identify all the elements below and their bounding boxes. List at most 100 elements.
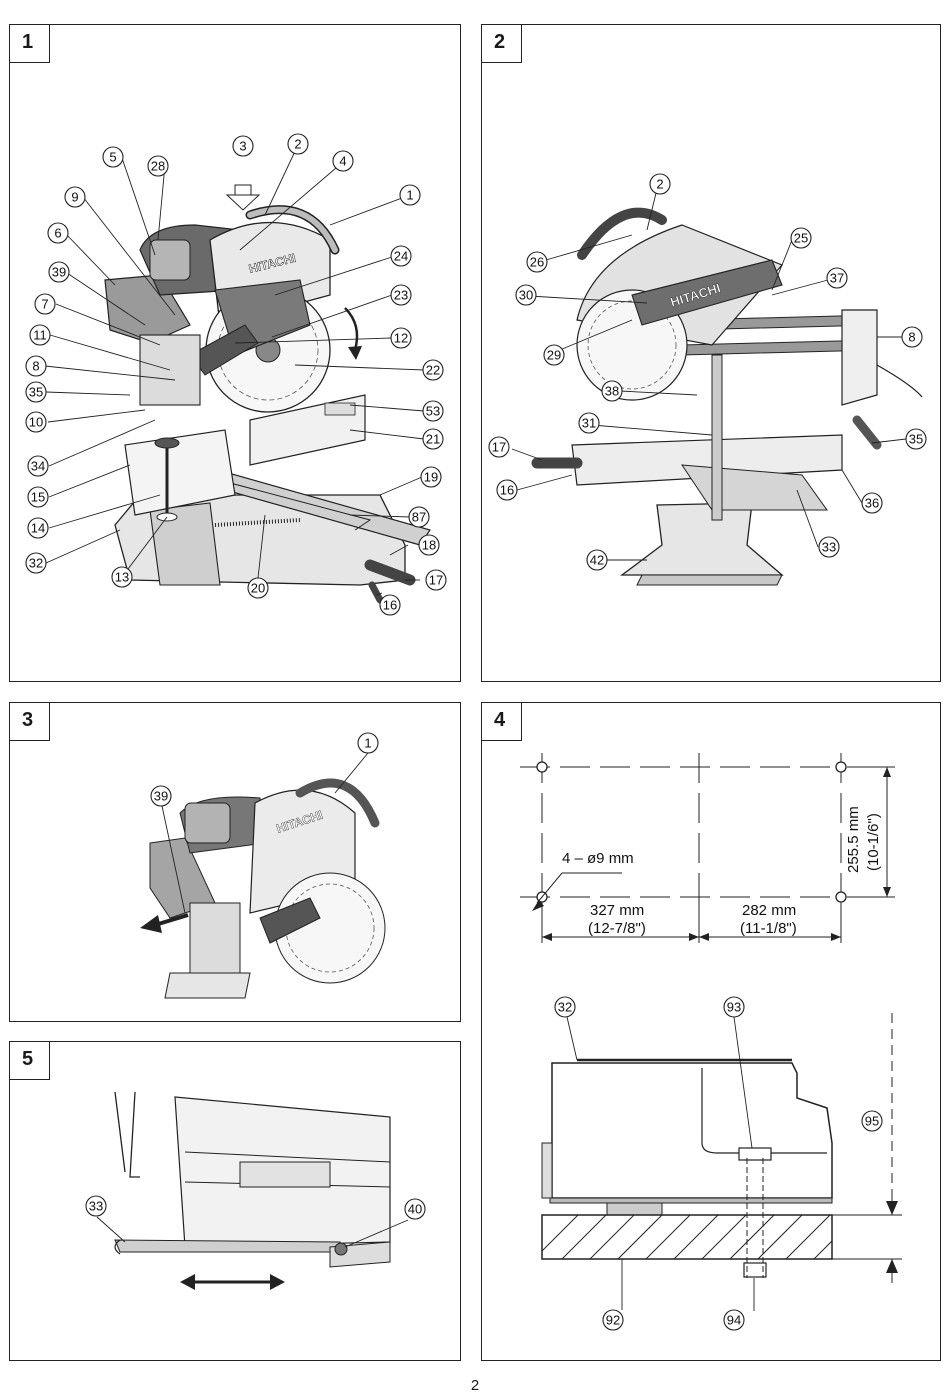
callout-40: 40 xyxy=(404,1198,426,1220)
svg-text:11: 11 xyxy=(33,328,47,343)
callout-35: 35 xyxy=(905,428,927,450)
svg-text:24: 24 xyxy=(394,249,408,264)
callout-6: 6 xyxy=(47,222,69,244)
callout-13: 13 xyxy=(111,566,133,588)
svg-text:23: 23 xyxy=(394,288,408,303)
svg-text:92: 92 xyxy=(606,1313,620,1328)
callout-11: 11 xyxy=(29,324,51,346)
figure-5-label-tab: 5 xyxy=(10,1042,50,1080)
callout-8: 8 xyxy=(901,326,923,348)
callout-7: 7 xyxy=(34,293,56,315)
miter-saw-front-illustration: HITACHI 5 28 xyxy=(25,133,447,616)
svg-text:38: 38 xyxy=(605,384,619,399)
hole-spec-label: 4 – ø9 mm xyxy=(562,850,634,867)
svg-text:32: 32 xyxy=(558,1000,572,1015)
svg-text:3: 3 xyxy=(239,139,246,154)
svg-text:12: 12 xyxy=(394,331,408,346)
figure-2-panel: 2 HITACHI xyxy=(481,24,941,682)
figure-number: 2 xyxy=(494,31,506,53)
svg-text:93: 93 xyxy=(727,1000,741,1015)
miter-saw-rear-illustration: HITACHI 2 26 25 37 30 29 8 38 xyxy=(488,173,927,586)
callout-24: 24 xyxy=(390,245,412,267)
callout-12: 12 xyxy=(390,327,412,349)
saw-head-lock-pin-illustration: HITACHI 1 39 xyxy=(140,732,386,999)
figure-1-panel: 1 HITACHI xyxy=(9,24,461,682)
callout-2: 2 xyxy=(287,133,309,155)
callout-34: 34 xyxy=(27,455,49,477)
svg-text:22: 22 xyxy=(426,363,440,378)
svg-text:8: 8 xyxy=(908,330,915,345)
callout-group: 5 28 9 3 2 4 1 6 39 7 11 8 35 10 34 15 1… xyxy=(25,133,447,616)
svg-text:8: 8 xyxy=(32,359,39,374)
svg-text:5: 5 xyxy=(109,150,116,165)
svg-text:42: 42 xyxy=(590,553,604,568)
callout-5: 5 xyxy=(102,146,124,168)
svg-text:32: 32 xyxy=(29,556,43,571)
sub-fence-slide-illustration: 33 40 xyxy=(85,1091,426,1290)
svg-text:1: 1 xyxy=(406,188,413,203)
figure-number: 3 xyxy=(22,709,34,731)
callout-42: 42 xyxy=(586,549,608,571)
callout-18: 18 xyxy=(418,534,440,556)
svg-text:18: 18 xyxy=(422,538,436,553)
figure-5-panel: 5 33 40 xyxy=(9,1041,461,1361)
svg-text:33: 33 xyxy=(822,540,836,555)
svg-text:35: 35 xyxy=(909,432,923,447)
callout-21: 21 xyxy=(422,428,444,450)
width-left-in-label: (12-7/8") xyxy=(588,920,646,937)
callout-group: 33 40 xyxy=(85,1195,426,1220)
svg-text:87: 87 xyxy=(412,510,426,525)
svg-text:10: 10 xyxy=(29,415,43,430)
svg-text:7: 7 xyxy=(41,297,48,312)
callout-39: 39 xyxy=(150,785,172,807)
callout-9: 9 xyxy=(64,186,86,208)
svg-text:17: 17 xyxy=(492,440,506,455)
callout-16: 16 xyxy=(379,594,401,616)
figure-1-label-tab: 1 xyxy=(10,25,50,63)
callout-15: 15 xyxy=(27,486,49,508)
callout-32: 32 xyxy=(554,996,576,1018)
callout-16: 16 xyxy=(496,479,518,501)
callout-33: 33 xyxy=(85,1195,107,1217)
callout-14: 14 xyxy=(27,517,49,539)
callout-35: 35 xyxy=(25,381,47,403)
callout-8: 8 xyxy=(25,355,47,377)
callout-87: 87 xyxy=(408,506,430,528)
callout-10: 10 xyxy=(25,411,47,433)
svg-text:39: 39 xyxy=(52,265,66,280)
callout-28: 28 xyxy=(147,155,169,177)
callout-23: 23 xyxy=(390,284,412,306)
svg-text:4: 4 xyxy=(339,154,346,169)
callout-36: 36 xyxy=(861,492,883,514)
callout-95: 95 xyxy=(861,1110,883,1132)
callout-2: 2 xyxy=(649,173,671,195)
svg-text:28: 28 xyxy=(151,159,165,174)
callout-94: 94 xyxy=(723,1309,745,1331)
callout-17: 17 xyxy=(488,436,510,458)
svg-text:13: 13 xyxy=(115,570,129,585)
svg-text:31: 31 xyxy=(582,416,596,431)
svg-text:14: 14 xyxy=(31,521,45,536)
callout-1: 1 xyxy=(399,184,421,206)
svg-text:16: 16 xyxy=(383,598,397,613)
figure-3-label-tab: 3 xyxy=(10,703,50,741)
callout-22: 22 xyxy=(422,359,444,381)
svg-text:36: 36 xyxy=(865,496,879,511)
callout-1: 1 xyxy=(357,732,379,754)
mounting-dimensions-diagram: 4 – ø9 mm 327 mm (12-7/8") 282 mm (11-1/… xyxy=(520,753,902,1331)
callout-4: 4 xyxy=(332,150,354,172)
svg-text:6: 6 xyxy=(54,226,61,241)
callout-26: 26 xyxy=(526,251,548,273)
callout-37: 37 xyxy=(826,267,848,289)
svg-text:26: 26 xyxy=(530,255,544,270)
callout-30: 30 xyxy=(515,284,537,306)
callout-32: 32 xyxy=(25,552,47,574)
figure-4-panel: 4 4 – ø9 mm 327 mm xyxy=(481,702,941,1361)
svg-text:15: 15 xyxy=(31,490,45,505)
svg-text:2: 2 xyxy=(294,137,301,152)
svg-text:95: 95 xyxy=(865,1114,879,1129)
width-left-mm-label: 327 mm xyxy=(590,902,644,919)
callout-group: 32 93 95 92 94 xyxy=(554,996,883,1331)
svg-text:1: 1 xyxy=(364,736,371,751)
callout-38: 38 xyxy=(601,380,623,402)
